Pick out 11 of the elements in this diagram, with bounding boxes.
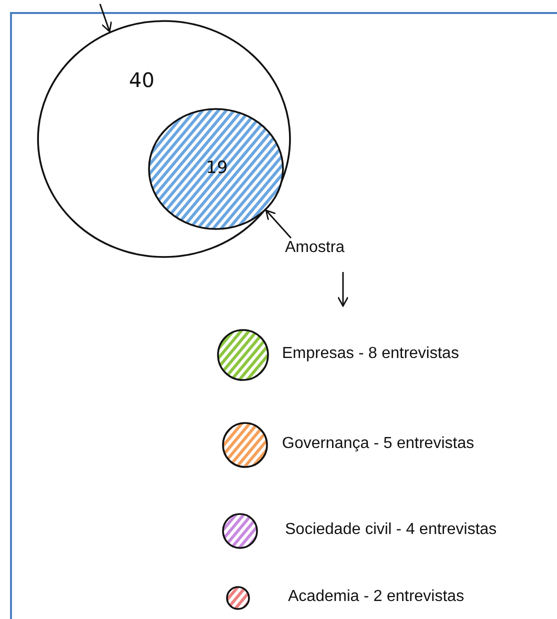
legend-label: Academia - 2 entrevistas [288, 588, 464, 606]
arrow [265, 210, 292, 238]
legend-label: Sociedade civil - 4 entrevistas [285, 521, 497, 539]
legend-label: Empresas - 8 entrevistas [282, 345, 459, 363]
count-label: 40 [129, 68, 154, 92]
arrow [99, 4, 112, 32]
set-circle [148, 108, 284, 230]
legend-label: Governança - 5 entrevistas [282, 435, 474, 453]
sample-label: Amostra [285, 239, 345, 257]
arrow [337, 272, 349, 307]
count-label: 19 [206, 158, 228, 178]
